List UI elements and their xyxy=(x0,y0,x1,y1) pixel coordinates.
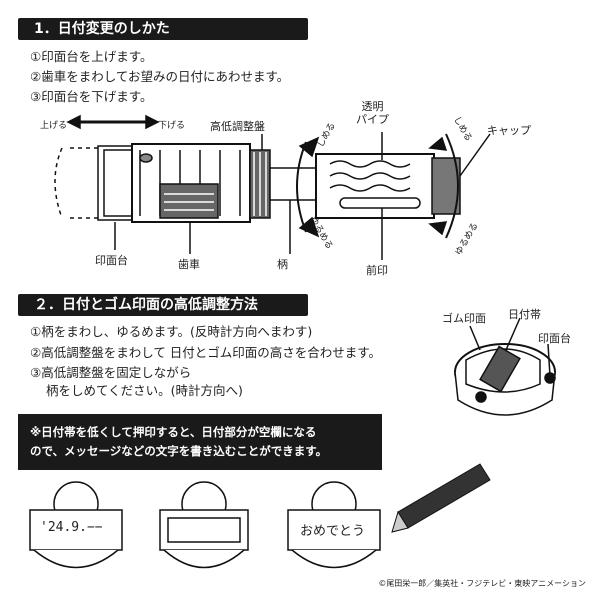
gear-label: 歯車 xyxy=(178,258,200,271)
clear-pipe-label: 透明 パイプ xyxy=(356,100,389,126)
stamp-base-label: 印面台 xyxy=(95,254,128,267)
down-label: 下げる xyxy=(158,121,186,131)
note-line-2: ので、メッセージなどの文字を書き込むことができます。 xyxy=(30,444,328,458)
section2-step-3b: 柄をしめてください。(時計方向へ) xyxy=(46,383,243,398)
section2-title: ２．日付とゴム印面の高低調整方法 xyxy=(18,294,308,316)
section1-step-3: ③印面台を下げます。 xyxy=(30,89,153,104)
section1-step-2: ②歯車をまわしてお望みの日付にあわせます。 xyxy=(30,69,290,84)
cap-label: キャップ xyxy=(487,124,531,137)
stamp-date-text: '24.9.−− xyxy=(40,520,103,535)
section2-step-1: ①柄をまわし、ゆるめます。(反時計方向へまわす) xyxy=(30,324,313,339)
front-stamp-label: 前印 xyxy=(366,264,388,277)
section2-step-3: ③高低調整盤を固定しながら xyxy=(30,365,192,380)
copyright: ©尾田栄一郎／集英社・フジテレビ・東映アニメーション xyxy=(378,579,586,588)
height-dial-label: 高低調整盤 xyxy=(210,120,265,133)
stamp-message-text: おめでとう xyxy=(300,524,366,539)
handle-label: 柄 xyxy=(277,258,288,271)
diagram2-stamp-base-label: 印面台 xyxy=(538,332,571,345)
section1-title: 1．日付変更のしかた xyxy=(18,18,308,40)
section2-step-2: ②高低調整盤をまわして 日付とゴム印面の高さを合わせます。 xyxy=(30,345,382,360)
note-box: ※日付帯を低くして押印すると、日付部分が空欄になる ので、メッセージなどの文字を… xyxy=(18,414,382,470)
note-line-1: ※日付帯を低くして押印すると、日付部分が空欄になる xyxy=(30,425,317,439)
section1-step-1: ①印面台を上げます。 xyxy=(30,49,153,64)
date-band-label: 日付帯 xyxy=(508,308,541,321)
rubber-face-label: ゴム印面 xyxy=(442,312,486,325)
up-label: 上げる xyxy=(40,121,68,131)
